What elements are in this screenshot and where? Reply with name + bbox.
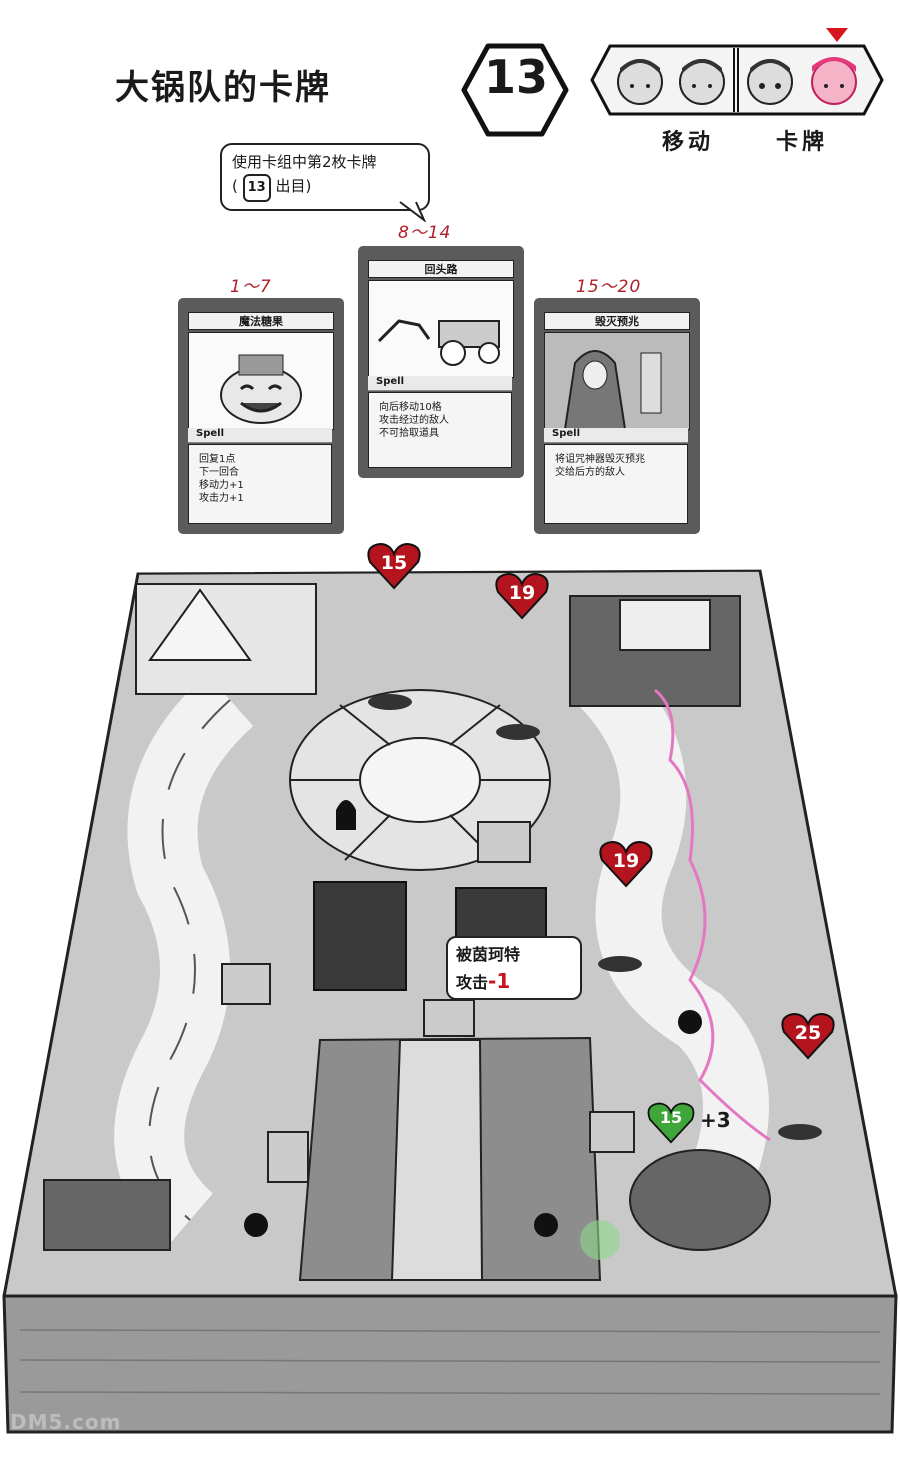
hp-value: 25 [794, 1022, 822, 1044]
card-description: 向后移动10格 攻击经过的敌人 不可拾取道具 [368, 392, 512, 468]
bonus-text: +3 [700, 1108, 731, 1132]
card-description: 将诅咒神器毁灭预兆 交给后方的敌人 [544, 444, 688, 524]
card-type: Spell [368, 376, 512, 391]
card-desc-line: 下一回合 [199, 467, 239, 478]
card-title: 毁灭预兆 [544, 312, 690, 330]
card-way-back[interactable]: 回头路 Spell 向后移动10格 攻击经过的敌人 不可拾取道具 [358, 246, 524, 478]
turn-order-bar [590, 44, 884, 116]
hp-heart-green-icon [647, 1102, 695, 1144]
card-desc-line: 向后移动10格 [379, 402, 442, 413]
card-doom-omen[interactable]: 毁灭预兆 Spell 将诅咒神器毁灭预兆 交给后方的敌人 [534, 298, 700, 534]
page-title: 大锅队的卡牌 [115, 68, 331, 108]
card-range-2: 8～14 [398, 223, 452, 243]
hp-value: 15 [380, 552, 408, 574]
card-range-1: 1～7 [230, 277, 272, 297]
card-title: 回头路 [368, 260, 514, 278]
horse-cart-icon [377, 319, 500, 366]
instruction-line2: ( 13 出目) [232, 174, 377, 202]
attack-damage: -1 [488, 969, 511, 993]
pumpkin-candy-icon [220, 354, 302, 424]
hp-heart-red-icon [495, 572, 549, 620]
card-art [368, 280, 514, 378]
attack-text: 被茵珂特 攻击-1 [456, 942, 520, 996]
turn-label-card: 卡牌 [776, 130, 829, 155]
hp-value: 19 [508, 582, 536, 604]
card-type: Spell [544, 428, 688, 443]
card-description: 回复1点 下一回合 移动力+1 攻击力+1 [188, 444, 332, 524]
game-board [2, 569, 898, 1434]
hp-heart-red-icon [367, 542, 421, 590]
instruction-mini-hex-number: 13 [242, 174, 271, 202]
card-desc-line: 将诅咒神器毁灭预兆 [555, 454, 645, 465]
card-desc-line: 交给后方的敌人 [555, 467, 625, 478]
bubble-tail-icon [399, 201, 426, 222]
hp-value: 15 [659, 1108, 683, 1127]
attack-bubble [446, 936, 582, 1000]
hooded-figure-icon [563, 350, 662, 430]
current-turn-marker-icon [826, 28, 848, 42]
instruction-bubble [220, 143, 430, 211]
card-art [188, 332, 334, 430]
attack-label: 攻击 [456, 973, 489, 992]
card-desc-line: 攻击经过的敌人 [379, 415, 449, 426]
card-type: Spell [188, 428, 332, 443]
card-desc-line: 移动力+1 [199, 480, 244, 491]
hp-heart-red-icon [599, 840, 653, 888]
roll-hexagon [461, 43, 569, 137]
roll-number: 13 [483, 50, 548, 104]
card-desc-line: 不可拾取道具 [379, 428, 439, 439]
card-magic-candy[interactable]: 魔法糖果 Spell 回复1点 下一回合 移动力+1 攻击力+1 [178, 298, 344, 534]
card-desc-line: 攻击力+1 [199, 493, 244, 504]
turn-label-move: 移动 [662, 130, 715, 155]
instruction-suffix: 出目) [275, 177, 312, 195]
hp-value: 19 [612, 850, 640, 872]
watermark: DM5.com [10, 1410, 122, 1434]
card-title: 魔法糖果 [188, 312, 334, 330]
attack-line2: 攻击-1 [456, 968, 520, 996]
card-range-3: 15～20 [576, 277, 642, 297]
instruction-text: 使用卡组中第2枚卡牌 ( 13 出目) [232, 150, 377, 202]
instruction-line1: 使用卡组中第2枚卡牌 [232, 153, 377, 171]
instruction-paren: ( [232, 177, 238, 195]
hp-heart-red-icon [781, 1012, 835, 1060]
card-desc-line: 回复1点 [199, 454, 236, 465]
attack-line1: 被茵珂特 [456, 945, 521, 964]
card-art [544, 332, 690, 430]
